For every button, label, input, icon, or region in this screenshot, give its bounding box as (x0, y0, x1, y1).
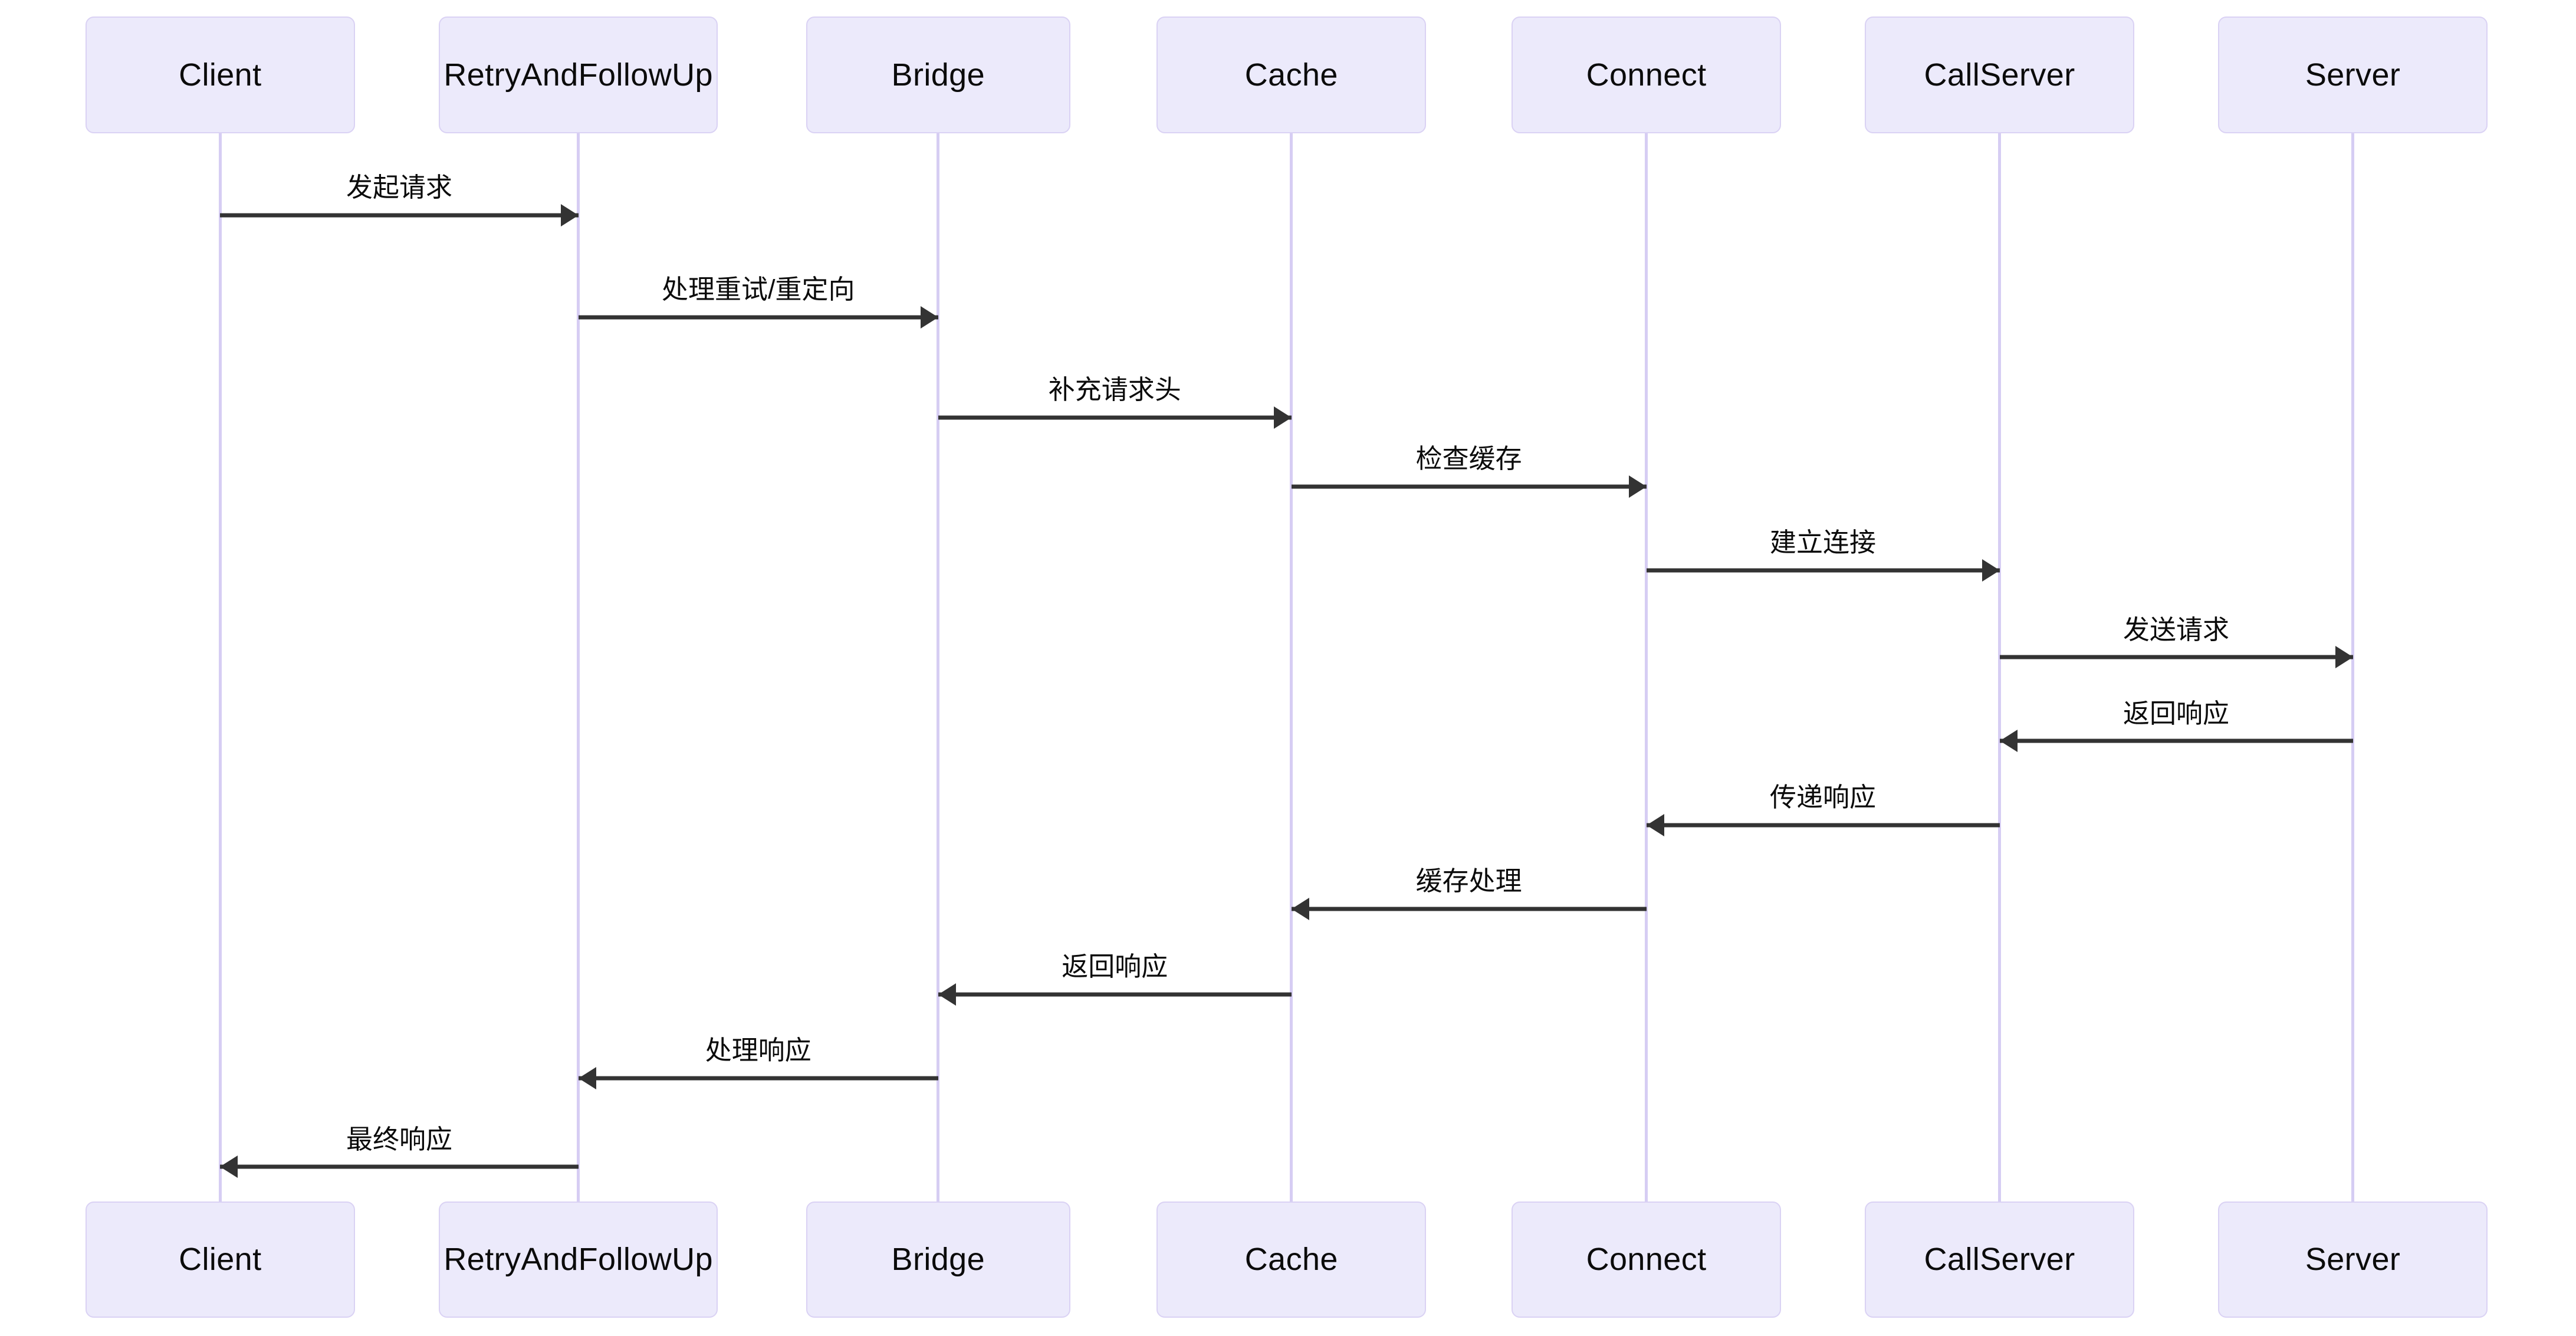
participant-retry-top[interactable]: RetryAndFollowUp (438, 16, 718, 133)
participant-client-top[interactable]: Client (85, 16, 355, 133)
message-line (1291, 484, 1647, 489)
message-label: 返回响应 (2123, 698, 2230, 728)
participant-call-top[interactable]: CallServer (1865, 16, 2134, 133)
participant-label: RetryAndFollowUp (443, 57, 713, 93)
participant-retry-bottom[interactable]: RetryAndFollowUp (438, 1201, 718, 1318)
lifeline-bridge (937, 133, 940, 1202)
message-line (220, 1164, 579, 1169)
lifeline-client (218, 133, 222, 1202)
participant-label: Connect (1586, 57, 1707, 93)
participant-label: Server (2305, 57, 2401, 93)
message-label: 检查缓存 (1415, 444, 1522, 474)
message-line (1999, 655, 2353, 659)
participant-client-bottom[interactable]: Client (85, 1201, 355, 1318)
message-line (578, 1076, 938, 1081)
participant-bridge-bottom[interactable]: Bridge (806, 1201, 1071, 1318)
message-label: 最终响应 (346, 1124, 452, 1154)
participant-label: Connect (1586, 1242, 1707, 1278)
message-line (1291, 907, 1647, 911)
message-label: 发送请求 (2123, 614, 2230, 645)
message-label: 传递响应 (1770, 782, 1877, 813)
arrowhead-icon (1646, 813, 1664, 836)
arrowhead-icon (1628, 475, 1647, 498)
participant-connect-bottom[interactable]: Connect (1512, 1201, 1781, 1318)
message-line (1999, 738, 2353, 743)
participant-bridge-top[interactable]: Bridge (806, 16, 1071, 133)
arrowhead-icon (1291, 897, 1309, 920)
message-label: 处理响应 (705, 1035, 811, 1066)
lifeline-call (1998, 133, 2002, 1202)
participant-label: Cache (1244, 57, 1338, 93)
message-line (220, 213, 579, 218)
arrowhead-icon (220, 1156, 238, 1179)
arrowhead-icon (560, 203, 579, 227)
participant-cache-bottom[interactable]: Cache (1156, 1201, 1427, 1318)
message-label: 返回响应 (1062, 951, 1168, 982)
participant-label: Client (179, 57, 262, 93)
arrowhead-icon (578, 1066, 596, 1089)
message-label: 补充请求头 (1048, 375, 1181, 405)
participant-cache-top[interactable]: Cache (1156, 16, 1427, 133)
participant-server-bottom[interactable]: Server (2218, 1201, 2488, 1318)
lifeline-connect (1645, 133, 1648, 1202)
participant-server-top[interactable]: Server (2218, 16, 2488, 133)
participant-label: Cache (1244, 1242, 1338, 1278)
message-line (938, 992, 1292, 997)
lifeline-server (2351, 133, 2355, 1202)
lifeline-cache (1290, 133, 1293, 1202)
participant-label: Client (179, 1242, 262, 1278)
message-label: 建立连接 (1770, 527, 1877, 558)
arrowhead-icon (1273, 406, 1292, 429)
participant-label: CallServer (1924, 57, 2075, 93)
message-line (1646, 568, 2000, 573)
arrowhead-icon (1982, 559, 2000, 582)
lifeline-retry (577, 133, 580, 1202)
message-label: 缓存处理 (1415, 866, 1522, 897)
arrowhead-icon (1999, 730, 2018, 753)
participant-label: CallServer (1924, 1242, 2075, 1278)
participant-connect-top[interactable]: Connect (1512, 16, 1781, 133)
participant-label: RetryAndFollowUp (443, 1242, 713, 1278)
message-line (938, 415, 1292, 420)
participant-label: Bridge (891, 57, 985, 93)
arrowhead-icon (938, 983, 956, 1006)
arrowhead-icon (920, 306, 938, 329)
message-label: 发起请求 (346, 172, 452, 203)
message-line (1646, 823, 2000, 828)
message-line (578, 315, 938, 320)
participant-call-bottom[interactable]: CallServer (1865, 1201, 2134, 1318)
participant-label: Bridge (891, 1242, 985, 1278)
participant-label: Server (2305, 1242, 2401, 1278)
message-label: 处理重试/重定向 (661, 274, 855, 305)
arrowhead-icon (2335, 646, 2353, 669)
